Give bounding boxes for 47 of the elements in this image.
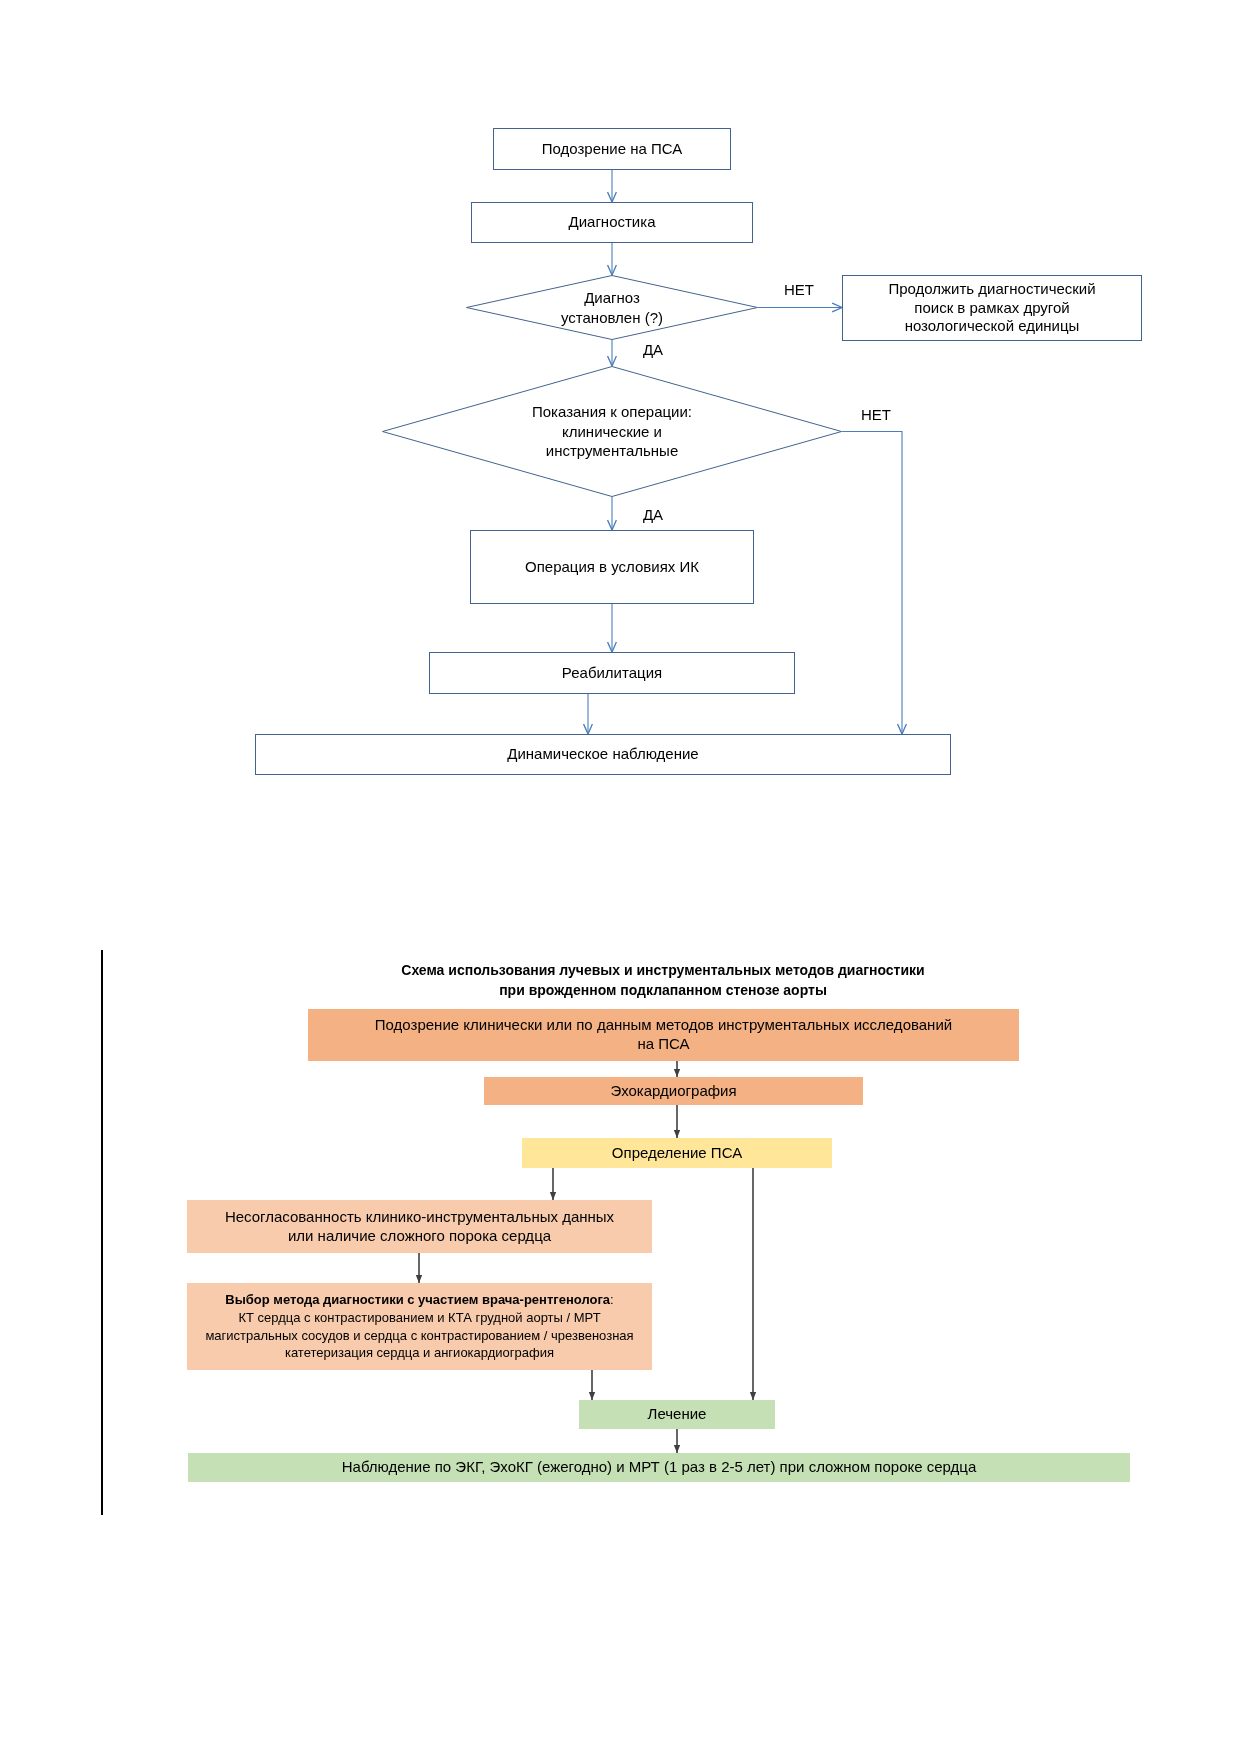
process-box	[493, 128, 731, 170]
arrow	[606, 339, 618, 367]
arrow	[673, 1060, 681, 1078]
process-box	[187, 1283, 652, 1370]
arrow	[749, 1167, 757, 1401]
arrow	[757, 302, 843, 313]
arrow	[415, 1252, 423, 1284]
box-text: Лечение	[647, 1405, 707, 1424]
arrow	[606, 169, 618, 203]
box-text: Продолжить диагностический поиск в рамках другой нозологической единицы	[887, 279, 1097, 337]
box-heading: Выбор метода диагностики с участием врача-рентгенолога:	[225, 1290, 614, 1309]
arrow	[582, 693, 594, 735]
box-text: Определение ПСА	[611, 1143, 743, 1163]
process-box	[188, 1453, 1130, 1482]
process-box	[429, 652, 795, 694]
box-text: Наблюдение по ЭКГ, ЭхоКГ (ежегодно) и МРТ (1 раз в 2-5 лет) при сложном пороке сердца	[341, 1458, 977, 1477]
decision-diamond	[382, 366, 842, 497]
arrow	[841, 430, 908, 735]
diagram-title: Схема использования лучевых и инструментальных методов диагностики при врожденном подклапанном стенозе аорты	[400, 961, 926, 1001]
box-text: Диагностика	[568, 213, 656, 232]
process-box	[255, 734, 951, 775]
box-text: Операция в условиях ИК	[525, 557, 699, 577]
arrow	[673, 1104, 681, 1139]
process-box	[187, 1200, 652, 1253]
process-box	[470, 530, 754, 604]
arrow	[606, 496, 618, 531]
decision-text: Показания к операции: клинические и инструментальные	[530, 402, 694, 461]
box-text: Подозрение на ПСА	[541, 139, 683, 159]
arrow	[673, 1428, 681, 1454]
process-box	[484, 1077, 863, 1105]
arrow	[606, 603, 618, 653]
process-box	[308, 1009, 1019, 1061]
arrow	[588, 1369, 596, 1401]
process-box	[579, 1400, 775, 1429]
decision-diamond	[466, 275, 758, 340]
decision-text: Диагноз установлен (?)	[560, 288, 664, 327]
box-text: Подозрение клинически или по данным методов инструментальных исследований на ПСА	[373, 1016, 954, 1054]
process-box	[471, 202, 753, 243]
arrow	[606, 242, 618, 276]
box-text: Реабилитация	[561, 663, 663, 683]
process-box	[842, 275, 1142, 341]
box-text: Эхокардиография	[610, 1081, 737, 1101]
box-text: КТ сердца с контрастированием и КТА грудной аорты / МРТ магистральных сосудов и сердца с контрастированием / чрезвенозная катетеризация сердца и ангиокардиография	[204, 1308, 635, 1363]
arrow	[549, 1167, 557, 1201]
process-box	[522, 1138, 832, 1168]
box-text: Несогласованность клинико-инструментальных данных или наличие сложного порока сердца	[223, 1207, 616, 1246]
box-text: Динамическое наблюдение	[507, 745, 699, 764]
